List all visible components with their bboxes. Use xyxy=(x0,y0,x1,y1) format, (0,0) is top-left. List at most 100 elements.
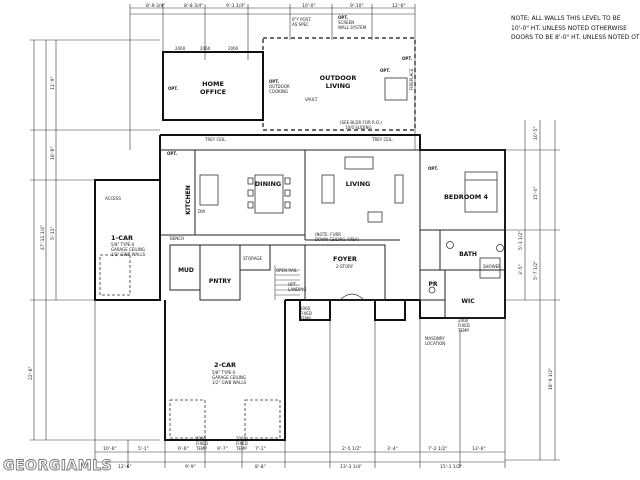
fixtures xyxy=(99,77,504,439)
opt-office-label: OPT. xyxy=(168,86,178,91)
room-outdoor-living-line2: LIVING xyxy=(326,82,351,90)
dim-right-6: 18'-9 1/2" xyxy=(548,368,554,390)
dim-top-2: 8'-8 3/4" xyxy=(184,3,203,9)
shower-label: SHOWER xyxy=(483,264,501,269)
room-bedroom-4: BEDROOM 4 xyxy=(444,193,489,201)
garage-1-note-2: GARAGE CEILING xyxy=(111,247,145,252)
window-office-2: 2060 xyxy=(200,46,211,51)
dim-right-1: 10'-5" xyxy=(533,126,539,140)
trey-ceil-left: TREY CEIL. xyxy=(204,137,226,142)
post-2: AS SPEC xyxy=(292,22,309,27)
right-dimension-lines xyxy=(505,120,560,461)
dim-bottom-4: 9'-7" xyxy=(217,446,228,452)
dim-top-5: 9'-10" xyxy=(350,3,364,9)
room-one-car: 1-CAR xyxy=(111,234,133,242)
watermark-logo: GEORGIAMLS xyxy=(3,454,113,478)
fixed-temp-3c: TEMP xyxy=(299,316,311,321)
two-story-label: 2-STORY xyxy=(336,264,354,269)
room-two-car: 2-CAR xyxy=(214,361,236,369)
room-living: LIVING xyxy=(346,180,371,188)
dim-top-6: 12'-6" xyxy=(392,3,406,9)
dim-bottom-6: 2'-5 1/2" xyxy=(342,446,361,452)
garage-2-note-1: 5/8" TYPE-X xyxy=(212,370,236,375)
dim-bottom-overall-4: 13'-3 1/4" xyxy=(340,464,362,470)
opt-outdoor-a: OPT. xyxy=(380,68,390,73)
opt-landing-1: OPT. xyxy=(288,282,297,287)
slider-1: (SEE BLDR FOR R.O.) xyxy=(340,120,382,125)
note-line-1: NOTE: ALL WALLS THIS LEVEL TO BE xyxy=(511,15,621,22)
dim-right-2: 15'-0" xyxy=(533,186,539,200)
screen-wall-1: OPT. xyxy=(338,15,348,20)
dim-left-1: 11'-9" xyxy=(50,76,56,90)
screen-wall-2: SCREEN xyxy=(338,20,354,25)
slider-2: 10/0 SLIDING xyxy=(345,125,372,130)
garage-1-note-3: 1/2" GWB WALLS xyxy=(111,252,146,257)
dim-right-4: 3'-5" xyxy=(518,264,524,275)
outdoor-cooking-2: OUTDOOR xyxy=(269,84,290,89)
room-foyer: FOYER xyxy=(333,255,357,263)
dim-bottom-overall-3: 8'-8" xyxy=(255,464,266,470)
room-home-office-line2: OFFICE xyxy=(200,88,226,96)
note-line-2: 10'-0" HT. UNLESS NOTED OTHERWISE xyxy=(511,24,627,32)
dim-bottom-overall-5: 15'-1 1/2" xyxy=(440,464,462,470)
fireplace-1: FIREPLACE xyxy=(409,68,414,90)
room-labels: HOME OFFICE OUTDOOR LIVING KITCHEN DININ… xyxy=(111,74,489,369)
top-dimension-text: 8'-9 3/4" 8'-8 3/4" 9'-1 1/4" 10'-0" 9'-… xyxy=(146,3,406,9)
dim-bottom-7: 3'-4" xyxy=(387,446,398,452)
window-office-3: 2060 xyxy=(228,46,239,51)
open-rail-label: OPEN RAIL xyxy=(276,268,298,273)
fixed-temp-1c: TEMP xyxy=(195,446,207,451)
annotations: OPT. 2060 2060 2060 OPT. OUTDOOR COOKING… xyxy=(105,15,501,451)
ceiling-note-2: DOWN CEILING AREA) xyxy=(315,237,359,242)
room-pantry: PNTRY xyxy=(209,278,232,285)
fixed-temp-3b: FIXED xyxy=(300,311,312,316)
bottom-dimension-lines xyxy=(94,300,506,468)
opt-landing-2: LANDING xyxy=(288,287,306,292)
fixed-temp-3a: 2060 xyxy=(300,306,311,311)
dim-bottom-9: 13'-6" xyxy=(472,446,486,452)
room-wic: WIC xyxy=(461,298,475,305)
general-notes: NOTE: ALL WALLS THIS LEVEL TO BE 10'-0" … xyxy=(511,14,640,43)
dim-bottom-1: 10'-6" xyxy=(103,446,117,452)
storage-label: STORAGE xyxy=(243,256,263,261)
dim-top-4: 10'-0" xyxy=(302,3,316,9)
opt-outdoor-b: OPT. xyxy=(402,56,412,61)
window-office-1: 2060 xyxy=(175,46,186,51)
trey-ceil-right: TREY CEIL. xyxy=(371,137,393,142)
ceiling-note-1: (NOTE: FURR xyxy=(315,232,341,237)
masonry-1: MASONRY xyxy=(425,336,445,341)
garage-1-note-1: 5/8" TYPE-X xyxy=(111,242,135,247)
room-pr: PR xyxy=(428,281,437,288)
bottom-dimension-text: 10'-6" 5'-1" 6'-6" 9'-7" 7'-1" 2'-5 1/2"… xyxy=(103,446,486,470)
fixed-temp-2b: FIXED xyxy=(236,441,248,446)
room-kitchen: KITCHEN xyxy=(185,185,192,215)
access-label: ACCESS xyxy=(105,196,121,201)
post-1: 6"Y POST xyxy=(292,17,311,22)
masonry-2: LOCATION xyxy=(425,341,445,346)
dim-bottom-5: 7'-1" xyxy=(255,446,266,452)
dim-bottom-2: 5'-1" xyxy=(138,446,149,452)
dim-top-1: 8'-9 3/4" xyxy=(146,3,165,9)
fixed-temp-4b: FIXED xyxy=(458,323,470,328)
dw-label: DW xyxy=(198,209,205,214)
opt-kitchen-label: OPT. xyxy=(167,151,177,156)
left-dimension-text: 11'-9" 16'-6" 47'-11 1/4" 5'-11" 22'-6" xyxy=(28,76,56,380)
dim-left-5: 22'-6" xyxy=(28,366,34,380)
fixed-temp-4a: 2060 xyxy=(458,318,469,323)
garage-2-note-3: 1/2" GWB WALLS xyxy=(212,380,247,385)
fixed-temp-1a: 2060 xyxy=(196,436,207,441)
garage-2-note-2: GARAGE CEILING xyxy=(212,375,246,380)
opt-bed-label: OPT. xyxy=(428,166,438,171)
dim-bottom-overall-2: 9'-9" xyxy=(185,464,196,470)
outdoor-cooking-1: OPT. xyxy=(269,79,279,84)
room-outdoor-living-line1: OUTDOOR xyxy=(320,74,357,82)
room-bath: BATH xyxy=(459,251,477,258)
dim-right-3: 5'-1 1/2" xyxy=(518,231,524,250)
fixed-temp-2a: 2060 xyxy=(236,436,247,441)
dim-right-5: 5'-7 1/2" xyxy=(533,261,539,280)
note-line-3: DOORS TO BE 8'-0" HT. UNLESS NOTED OTHER… xyxy=(511,34,640,41)
room-home-office-line1: HOME xyxy=(202,80,224,88)
dim-bottom-8: 7'-2 1/2" xyxy=(428,446,447,452)
outdoor-cooking-3: COOKING xyxy=(269,89,288,94)
room-mud: MUD xyxy=(178,267,194,274)
